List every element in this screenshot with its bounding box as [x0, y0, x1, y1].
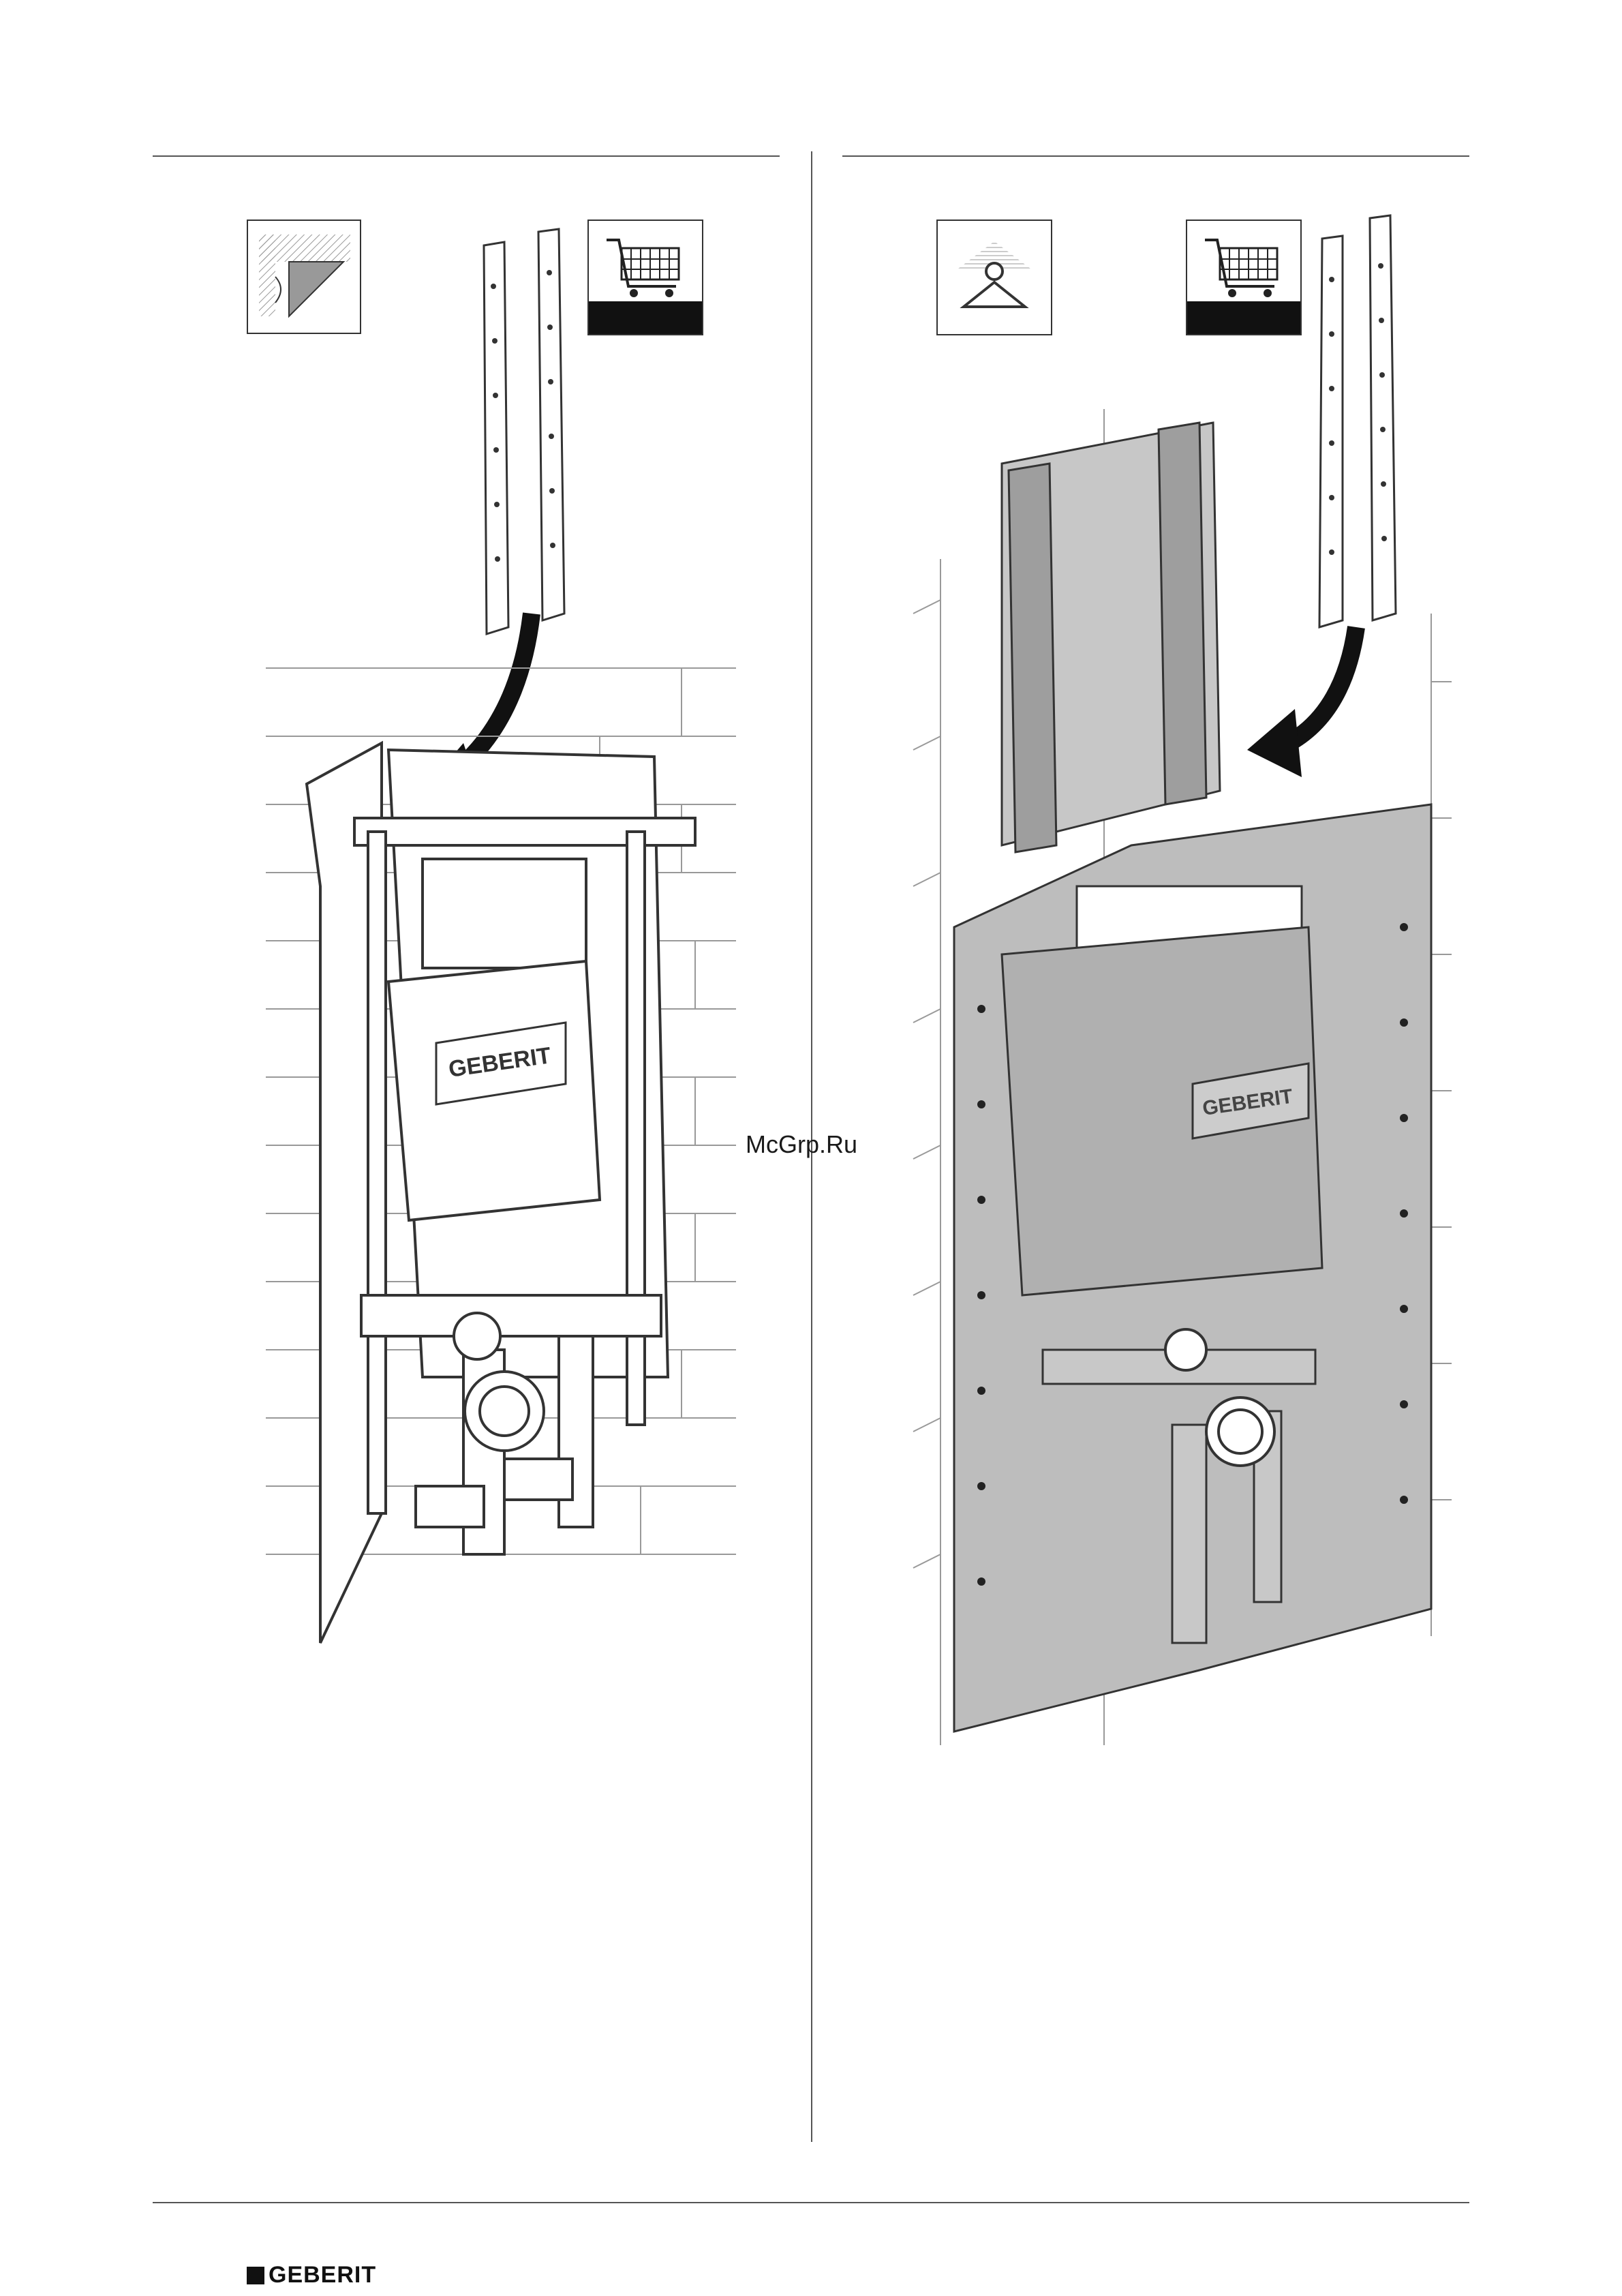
footer-brand-logo: GEBERIT: [247, 2262, 376, 2289]
right-installation-illustration: GEBERIT: [872, 205, 1486, 1827]
footer-brand-text: GEBERIT: [269, 2262, 376, 2289]
bottom-rule: [153, 2202, 1469, 2203]
logo-square-icon: [247, 2267, 264, 2284]
left-installation-illustration: GEBERIT: [164, 205, 777, 1650]
top-rule-left: [153, 155, 780, 157]
top-rule-right: [842, 155, 1469, 157]
rail-pieces: [484, 229, 564, 634]
watermark: McGrp.Ru: [746, 1130, 857, 1159]
